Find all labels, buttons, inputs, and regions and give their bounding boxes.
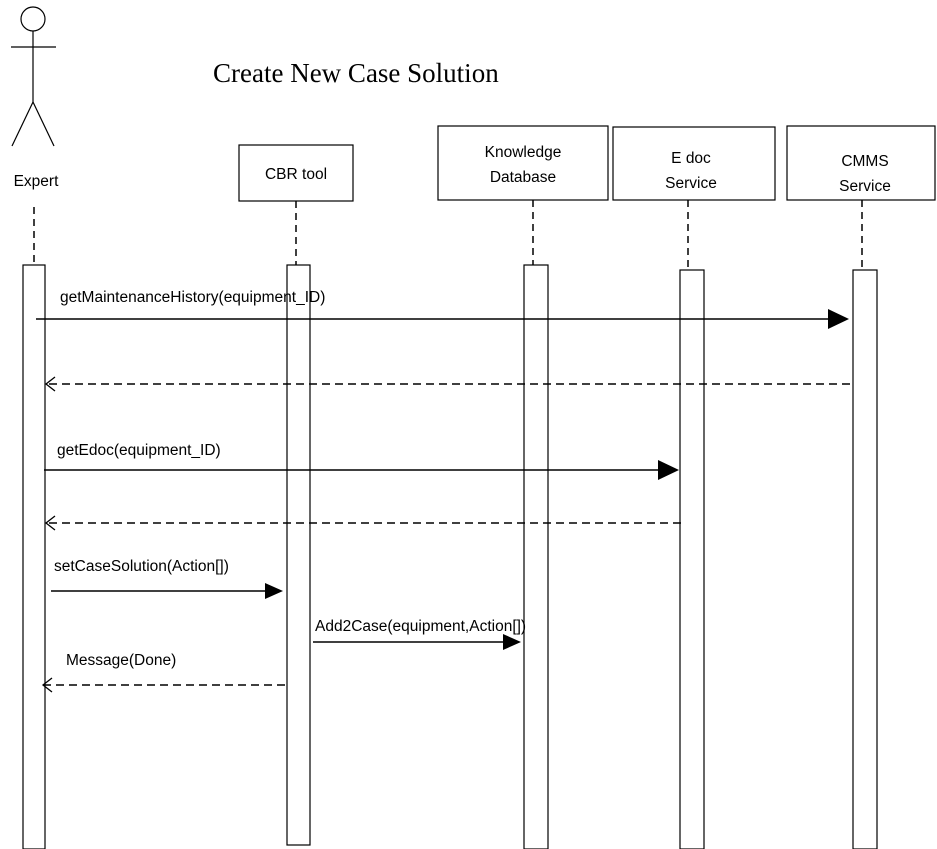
participant-edoc-service: E doc Service xyxy=(612,126,776,201)
message-get-edoc: getEdoc(equipment_ID) xyxy=(44,442,679,480)
filled-arrowhead-icon xyxy=(265,583,283,599)
filled-arrowhead-icon xyxy=(828,309,849,329)
actor-expert: Expert xyxy=(11,6,59,190)
participant-cbr-tool: CBR tool xyxy=(238,144,354,202)
open-arrowhead-icon xyxy=(44,515,56,531)
participant-label: CBR tool xyxy=(265,166,327,183)
message-return-edoc xyxy=(44,515,681,531)
filled-arrowhead-icon xyxy=(658,460,679,480)
message-label: Add2Case(equipment,Action[]) xyxy=(315,618,526,635)
participant-label-line-1: CMMS xyxy=(841,153,888,170)
diagram-title: Create New Case Solution xyxy=(213,58,499,88)
participant-label-line-1: E doc xyxy=(671,150,711,167)
activation-bar-cbr-tool xyxy=(286,264,311,846)
filled-arrowhead-icon xyxy=(503,634,521,650)
stick-figure-icon xyxy=(11,6,56,147)
activation-bar-edoc-service xyxy=(679,269,705,849)
open-arrowhead-icon xyxy=(44,376,56,392)
message-return-cmms xyxy=(44,376,850,392)
participant-label-line-2: Database xyxy=(490,169,556,186)
actor-label: Expert xyxy=(14,173,59,190)
message-set-case-solution: setCaseSolution(Action[]) xyxy=(51,558,283,599)
message-done-return: Message(Done) xyxy=(41,652,285,693)
participant-label-line-2: Service xyxy=(665,175,717,192)
activation-bar-cmms-service xyxy=(852,269,878,849)
activation-bar-knowledge-database xyxy=(523,264,549,849)
message-get-maintenance-history: getMaintenanceHistory(equipment_ID) xyxy=(36,289,849,329)
participant-label-line-1: Knowledge xyxy=(485,144,562,161)
participant-cmms-service: CMMS Service xyxy=(786,125,936,201)
message-label: Message(Done) xyxy=(66,652,176,669)
message-label: setCaseSolution(Action[]) xyxy=(54,558,229,575)
message-add2case: Add2Case(equipment,Action[]) xyxy=(313,618,526,650)
message-label: getEdoc(equipment_ID) xyxy=(57,442,221,459)
activation-bar-expert xyxy=(22,264,46,849)
open-arrowhead-icon xyxy=(41,677,53,693)
participant-label-line-2: Service xyxy=(839,178,891,195)
message-label: getMaintenanceHistory(equipment_ID) xyxy=(60,289,325,306)
participant-knowledge-database: Knowledge Database xyxy=(437,125,609,201)
